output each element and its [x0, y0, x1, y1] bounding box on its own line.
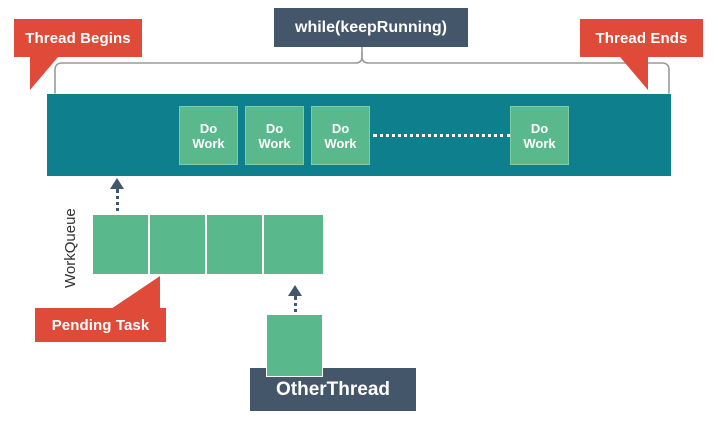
callout-pending-task-tail [108, 276, 160, 311]
callout-pending-task[interactable]: Pending Task [35, 308, 166, 342]
work-ellipsis-connector [373, 134, 511, 137]
callout-thread-ends-tail [620, 57, 648, 90]
do-work-box-4-line2: Work [523, 135, 556, 151]
do-work-box-4[interactable]: Do Work [510, 106, 569, 165]
queue-to-thread-arrowhead [110, 178, 124, 189]
do-work-box-2[interactable]: Do Work [245, 106, 304, 165]
do-work-box-3-line2: Work [324, 135, 357, 151]
callout-thread-ends[interactable]: Thread Ends [580, 19, 703, 57]
do-work-box-1-line1: Do [199, 120, 218, 136]
otherthread-label: OtherThread [275, 378, 391, 400]
do-work-box-1[interactable]: Do Work [179, 106, 238, 165]
work-queue-label: WorkQueue [62, 208, 79, 288]
callout-thread-begins-tail [30, 57, 58, 90]
callout-thread-begins[interactable]: Thread Begins [14, 19, 142, 57]
do-work-box-4-line1: Do [530, 120, 549, 136]
while-loop-label: while(keepRunning) [295, 18, 447, 36]
callout-thread-begins-label: Thread Begins [25, 29, 131, 47]
queue-cell-2[interactable] [149, 214, 206, 275]
callout-pending-task-label: Pending Task [51, 316, 150, 334]
while-loop-box[interactable]: while(keepRunning) [274, 8, 468, 47]
do-work-box-1-line2: Work [192, 135, 225, 151]
do-work-box-3-line1: Do [331, 120, 350, 136]
queue-cell-1[interactable] [92, 214, 149, 275]
callout-thread-ends-label: Thread Ends [595, 29, 688, 47]
do-work-box-2-line1: Do [265, 120, 284, 136]
queue-cell-4[interactable] [263, 214, 324, 275]
queue-cell-3[interactable] [206, 214, 263, 275]
otherthread-task-box[interactable] [266, 314, 323, 377]
do-work-box-2-line2: Work [258, 135, 291, 151]
do-work-box-3[interactable]: Do Work [311, 106, 370, 165]
work-queue-label-text: WorkQueue [62, 208, 79, 288]
otherthread-to-queue-arrowhead [288, 285, 302, 296]
